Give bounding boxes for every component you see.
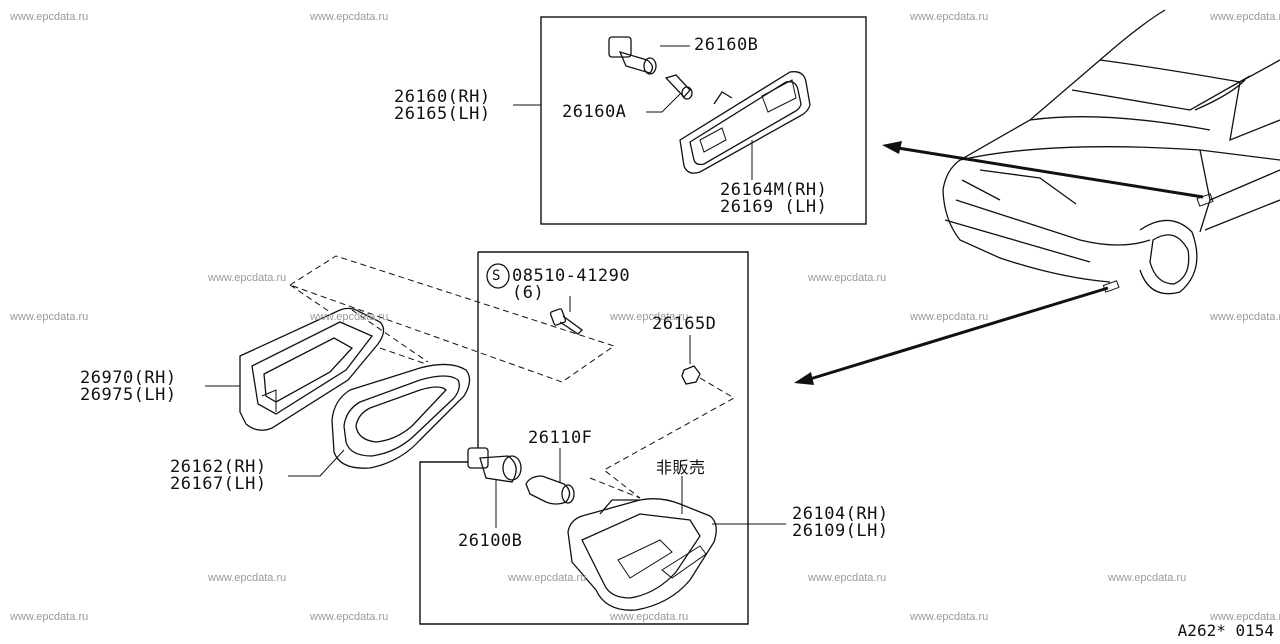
part-label-26100B: 26100B — [458, 531, 523, 551]
watermark: www.epcdata.ru — [1108, 572, 1187, 584]
watermark: www.epcdata.ru — [10, 11, 89, 23]
screw — [486, 263, 583, 335]
watermark: www.epcdata.ru — [310, 11, 389, 23]
part-label-26165-lh: 26165(LH) — [394, 104, 491, 124]
nut — [681, 335, 701, 385]
part-label-screw-code: 08510-41290 — [512, 266, 631, 286]
watermark: www.epcdata.ru — [1210, 311, 1280, 323]
part-label-26160B: 26160B — [694, 35, 759, 55]
part-label-26160-rh: 26160(RH) — [394, 87, 491, 107]
watermark: www.epcdata.ru — [508, 572, 587, 584]
part-label-26169-lh: 26169 (LH) — [720, 197, 828, 217]
watermark: www.epcdata.ru — [1210, 611, 1280, 623]
part-label-26160A: 26160A — [562, 102, 627, 122]
not-for-sale-note: 非販売 — [656, 458, 706, 477]
watermark: www.epcdata.ru — [910, 311, 989, 323]
callout-arrows — [794, 141, 1204, 385]
screw-symbol: S — [492, 268, 501, 284]
watermark: www.epcdata.ru — [808, 572, 887, 584]
bulb-lower — [525, 448, 575, 505]
part-label-26970-rh: 26970(RH) — [80, 368, 177, 388]
seal-ring — [288, 363, 471, 477]
part-label-screw-qty: (6) — [512, 283, 545, 303]
watermark: www.epcdata.ru — [610, 611, 689, 623]
upper-detail-box — [540, 16, 867, 225]
car-outline — [942, 9, 1280, 295]
side-marker-lens — [679, 71, 811, 180]
watermark: www.epcdata.ru — [10, 611, 89, 623]
watermark: www.epcdata.ru — [208, 572, 287, 584]
watermark: www.epcdata.ru — [910, 11, 989, 23]
part-label-26165D: 26165D — [652, 314, 717, 334]
part-label-26109-lh: 26109(LH) — [792, 521, 889, 541]
turn-signal-lamp — [567, 476, 786, 611]
watermark: www.epcdata.ru — [208, 272, 287, 284]
bulb-upper — [646, 74, 693, 113]
part-label-26164M-rh: 26164M(RH) — [720, 180, 828, 200]
watermark: www.epcdata.ru — [910, 611, 989, 623]
dashed-guides — [289, 255, 736, 499]
watermark: www.epcdata.ru — [1210, 11, 1280, 23]
part-label-26110F: 26110F — [528, 428, 593, 448]
bulb-socket-lower — [467, 447, 522, 528]
watermark: www.epcdata.ru — [610, 311, 689, 323]
part-label-26162-rh: 26162(RH) — [170, 457, 267, 477]
watermark: www.epcdata.ru — [10, 311, 89, 323]
watermark: www.epcdata.ru — [310, 611, 389, 623]
bulb-socket-upper — [608, 36, 690, 75]
diagram-code: A262* 0154 — [1177, 621, 1274, 640]
screw-symbol-circle — [486, 263, 510, 289]
part-label-26975-lh: 26975(LH) — [80, 385, 177, 405]
part-label-26167-lh: 26167(LH) — [170, 474, 267, 494]
watermark: www.epcdata.ru — [808, 272, 887, 284]
watermark: www.epcdata.ru — [310, 311, 389, 323]
gasket-frame — [205, 307, 385, 431]
part-label-26104-rh: 26104(RH) — [792, 504, 889, 524]
